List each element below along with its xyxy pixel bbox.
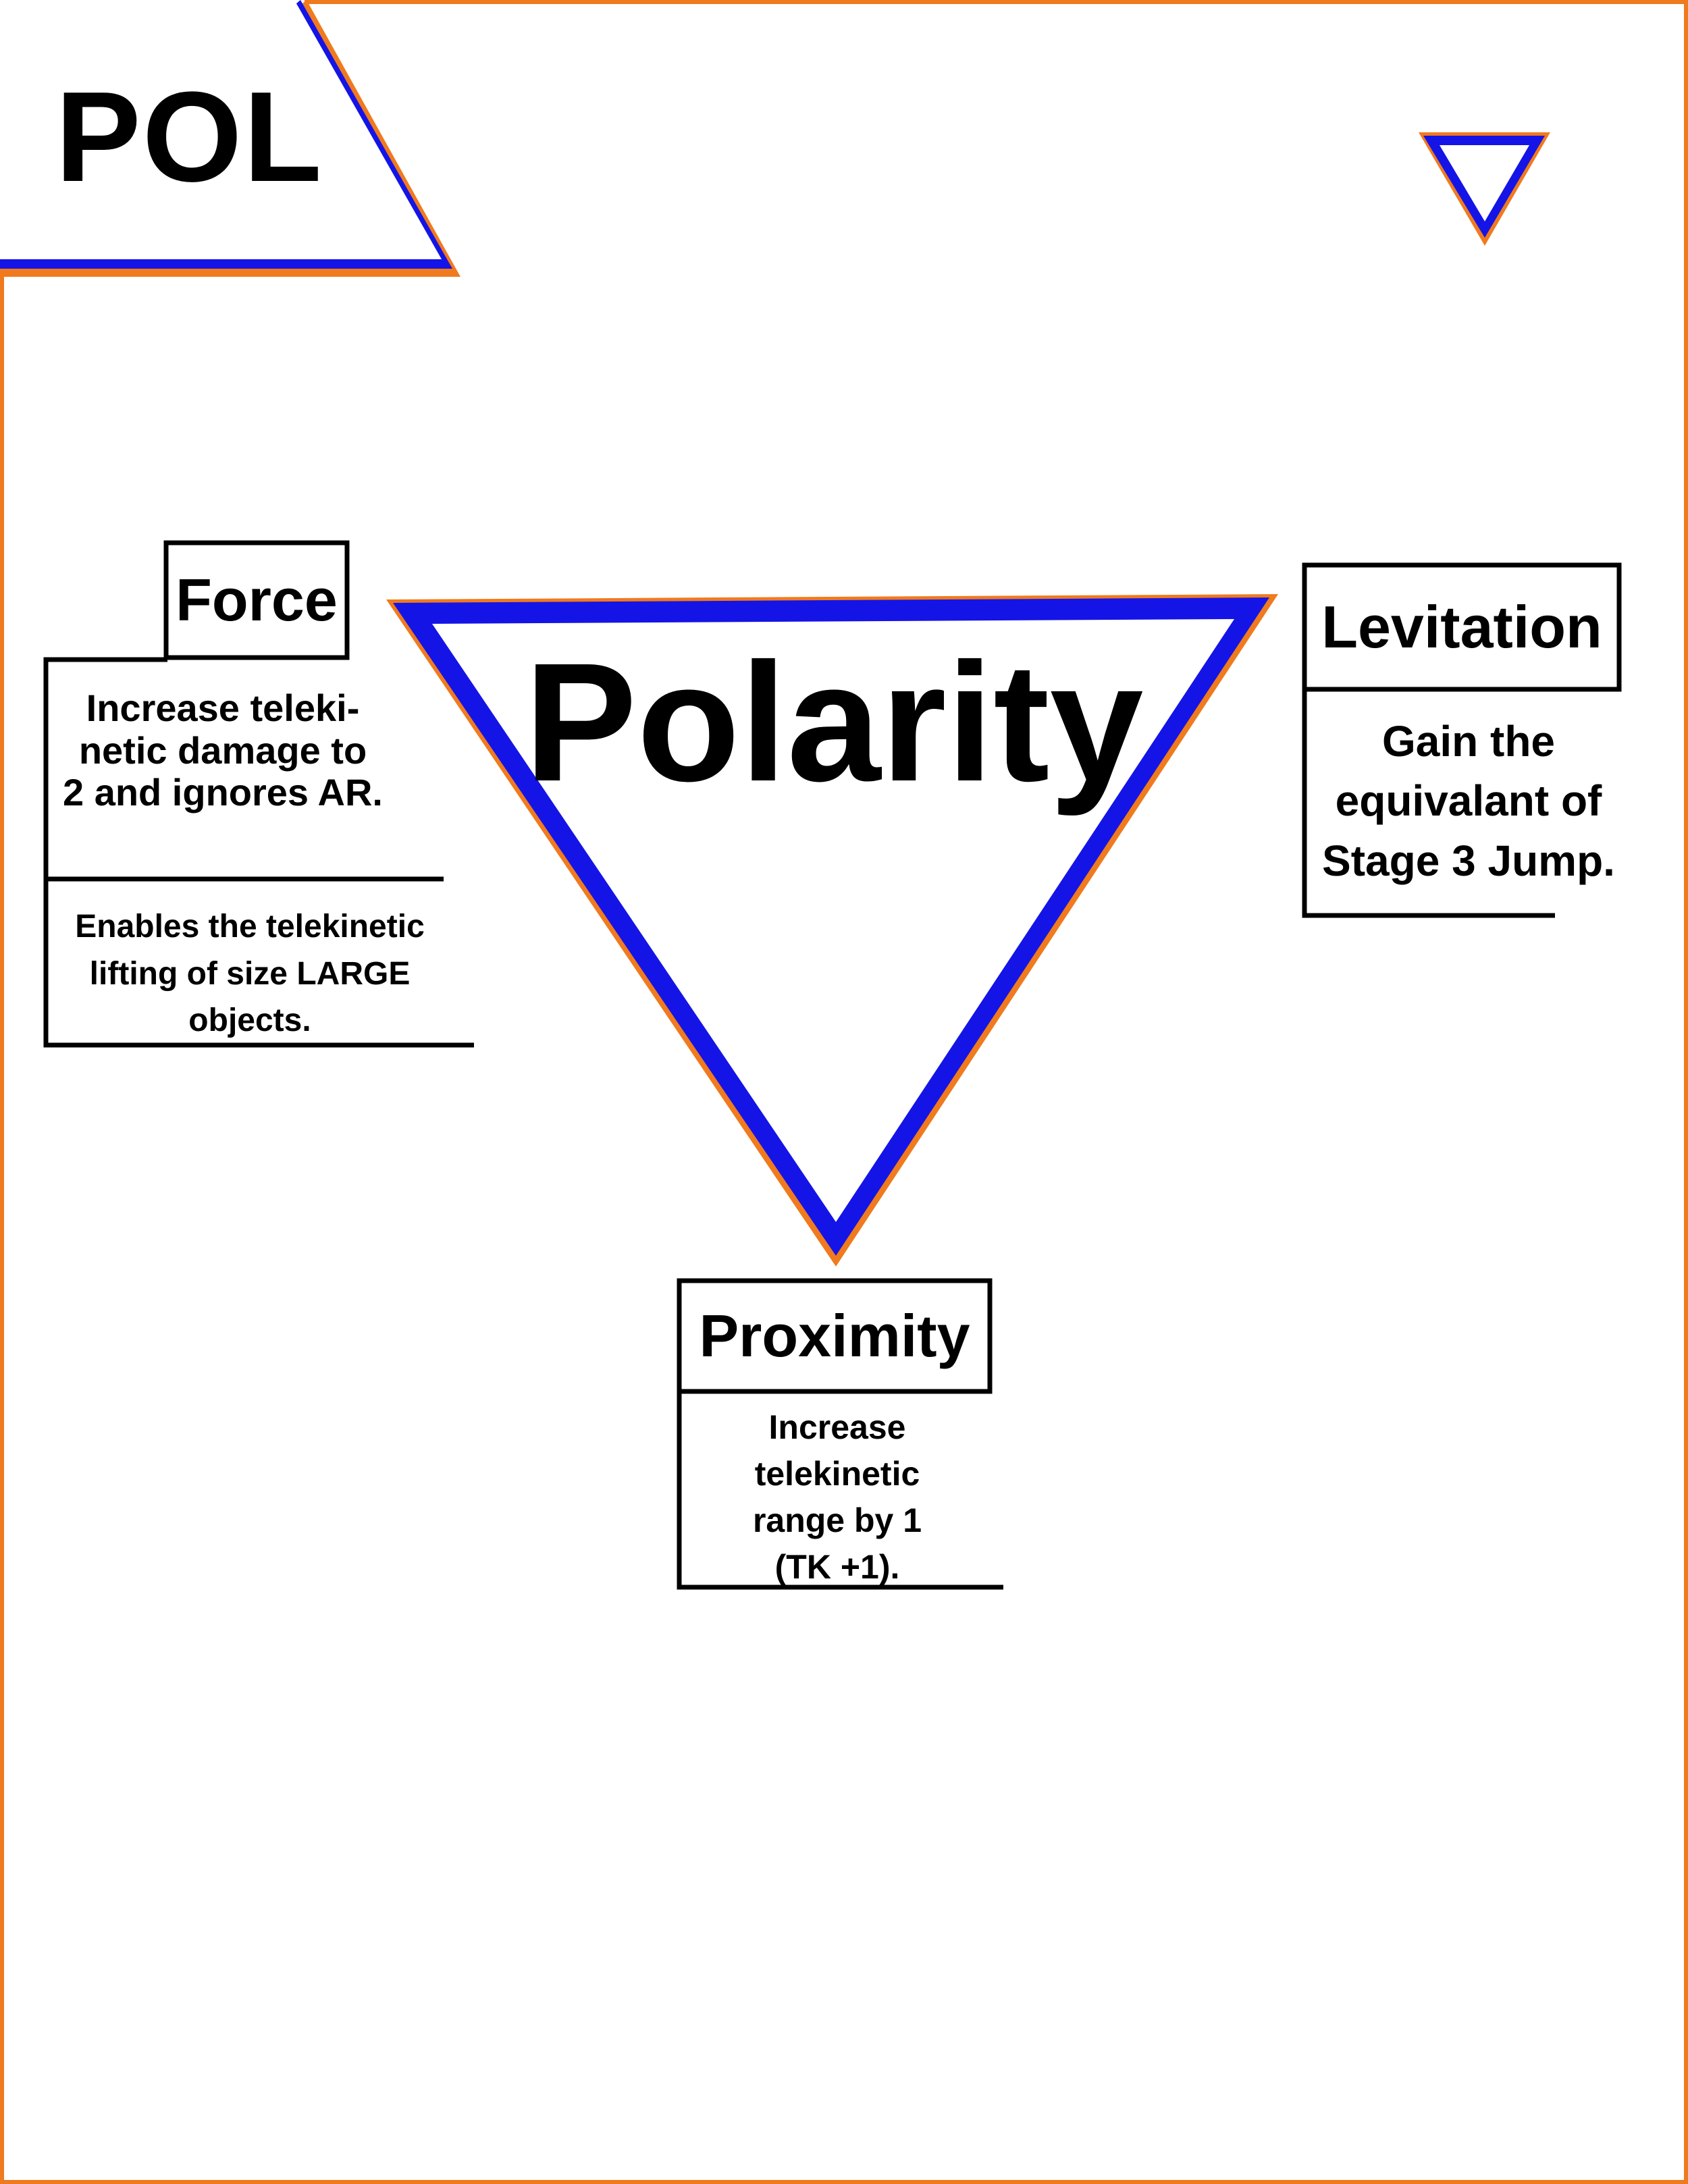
polarity-triangle-inner xyxy=(432,619,1234,1222)
levitation-desc-box xyxy=(1302,689,1555,918)
header-tab-fill xyxy=(0,0,442,259)
force-title: Force xyxy=(176,566,338,633)
diagram-title: Polarity xyxy=(524,628,1144,816)
proximity-title-box xyxy=(677,1278,993,1394)
levitation-title: Levitation xyxy=(1321,593,1602,660)
proximity-title: Proximity xyxy=(699,1302,970,1369)
corner-triangle-inner xyxy=(1440,145,1529,221)
proximity-desc-box xyxy=(677,1391,1003,1590)
levitation-title-box xyxy=(1302,562,1622,692)
page-code: POL xyxy=(55,65,323,209)
force-desc-box xyxy=(43,657,474,1048)
force-title-box xyxy=(163,540,350,660)
